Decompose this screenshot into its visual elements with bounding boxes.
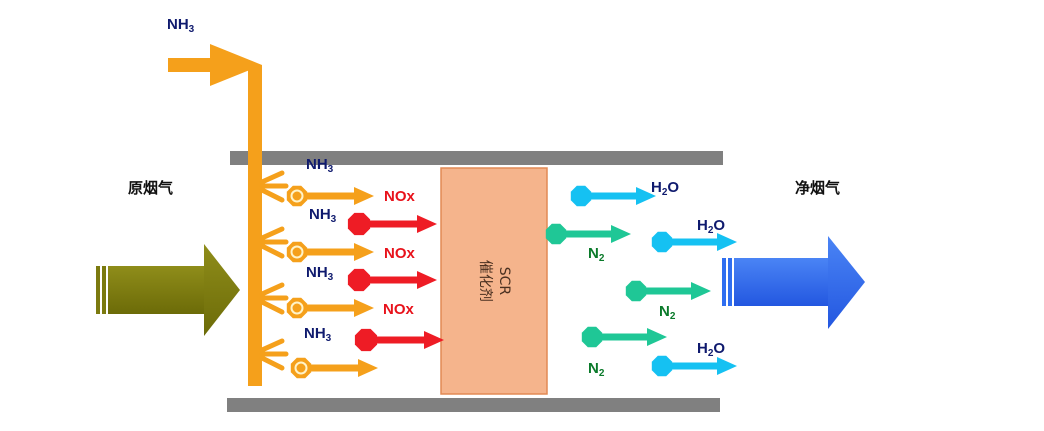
ammonia-supply-label: NH3 [167, 16, 195, 35]
nh3-label: NH3 [306, 156, 334, 175]
nox-label: NOx [384, 188, 415, 205]
clean-flue-gas-label: 净烟气 [795, 179, 841, 197]
h2o-label: H2O [697, 217, 726, 236]
duct-bottom-wall [227, 398, 720, 412]
nh3-label: NH3 [304, 325, 332, 344]
h2o-molecule-arrow [570, 185, 656, 207]
h2o-molecule-arrow [651, 355, 737, 377]
raw-flue-gas-label: 原烟气 [128, 179, 174, 197]
molecule-layer [286, 185, 737, 379]
nh3-molecule-arrow [290, 357, 378, 379]
n2-molecule-arrow [581, 326, 667, 348]
clean-flue-gas-arrow [722, 236, 865, 329]
nh3-molecule-arrow [286, 297, 374, 319]
catalyst-label: SCR 催化剂 [477, 260, 512, 302]
nox-label: NOx [383, 301, 414, 318]
nh3-label: NH3 [306, 264, 334, 283]
nox-molecule-arrow [347, 268, 437, 292]
ammonia-injection-pipe [168, 44, 289, 386]
scr-catalyst-block [440, 167, 548, 395]
h2o-label: H2O [697, 340, 726, 359]
nh3-molecule-arrow [286, 185, 374, 207]
nox-molecule-arrow [354, 328, 444, 352]
nh3-label: NH3 [309, 206, 337, 225]
n2-molecule-arrow [545, 223, 631, 245]
n2-label: N2 [659, 303, 676, 322]
catalyst-label-box: SCR 催化剂 [441, 168, 547, 394]
nox-molecule-arrow [347, 212, 437, 236]
nh3-molecule-arrow [286, 241, 374, 263]
n2-label: N2 [588, 360, 605, 379]
h2o-label: H2O [651, 179, 680, 198]
nox-label: NOx [384, 245, 415, 262]
n2-molecule-arrow [625, 280, 711, 302]
raw-flue-gas-arrow [96, 244, 240, 336]
h2o-molecule-arrow [651, 231, 737, 253]
n2-label: N2 [588, 245, 605, 264]
duct-top-wall [230, 151, 723, 165]
